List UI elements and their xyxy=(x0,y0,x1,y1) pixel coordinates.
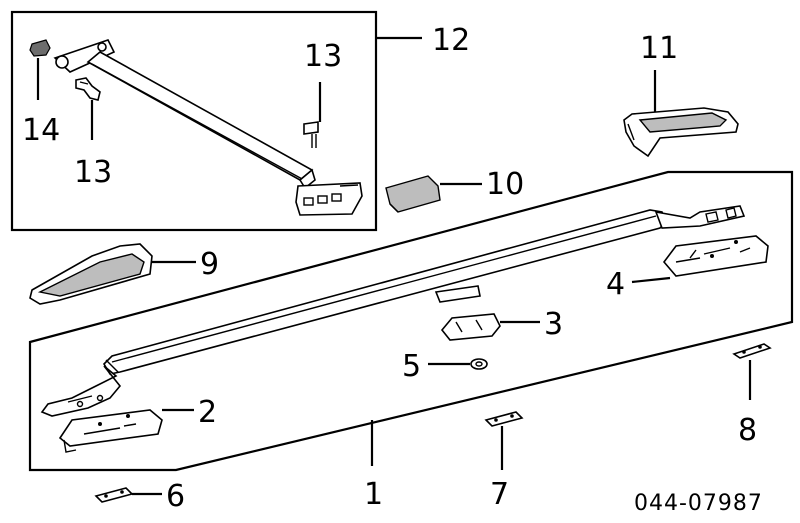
cap-part-14 xyxy=(29,39,51,57)
callout-4: 4 xyxy=(606,267,625,302)
callout-8: 8 xyxy=(738,413,757,448)
callout-10: 10 xyxy=(486,167,524,202)
callout-7: 7 xyxy=(490,477,509,512)
callout-11: 11 xyxy=(640,31,678,66)
callout-1: 1 xyxy=(364,477,383,512)
end-cap-part-11 xyxy=(623,107,739,158)
crossbar-part xyxy=(53,39,363,216)
sleeve-part-10 xyxy=(385,175,441,213)
clip-part-7 xyxy=(484,411,524,427)
callout-3: 3 xyxy=(544,307,563,342)
pad-part-3 xyxy=(440,313,501,341)
callout-2: 2 xyxy=(198,395,217,430)
nut-part-5 xyxy=(470,358,488,370)
roof-rail-part-1 xyxy=(40,205,746,417)
bolt-part-13-left xyxy=(75,77,101,101)
callout-12: 12 xyxy=(432,23,470,58)
crossbar-assembly-box xyxy=(10,10,422,232)
clip-part-8 xyxy=(732,343,772,359)
callout-6: 6 xyxy=(166,479,185,514)
callout-13-left: 13 xyxy=(74,155,112,190)
end-cap-part-9 xyxy=(29,243,153,305)
callout-9: 9 xyxy=(200,247,219,282)
diagram-code: 044-07987 xyxy=(634,491,763,516)
callout-5: 5 xyxy=(402,349,421,384)
base-part-2 xyxy=(58,409,163,453)
rail-frame xyxy=(28,170,794,472)
bolt-part-13-right xyxy=(303,121,319,148)
callout-14: 14 xyxy=(22,113,60,148)
callout-13-right: 13 xyxy=(304,39,342,74)
base-part-4 xyxy=(662,235,769,277)
clip-part-6 xyxy=(94,487,134,503)
